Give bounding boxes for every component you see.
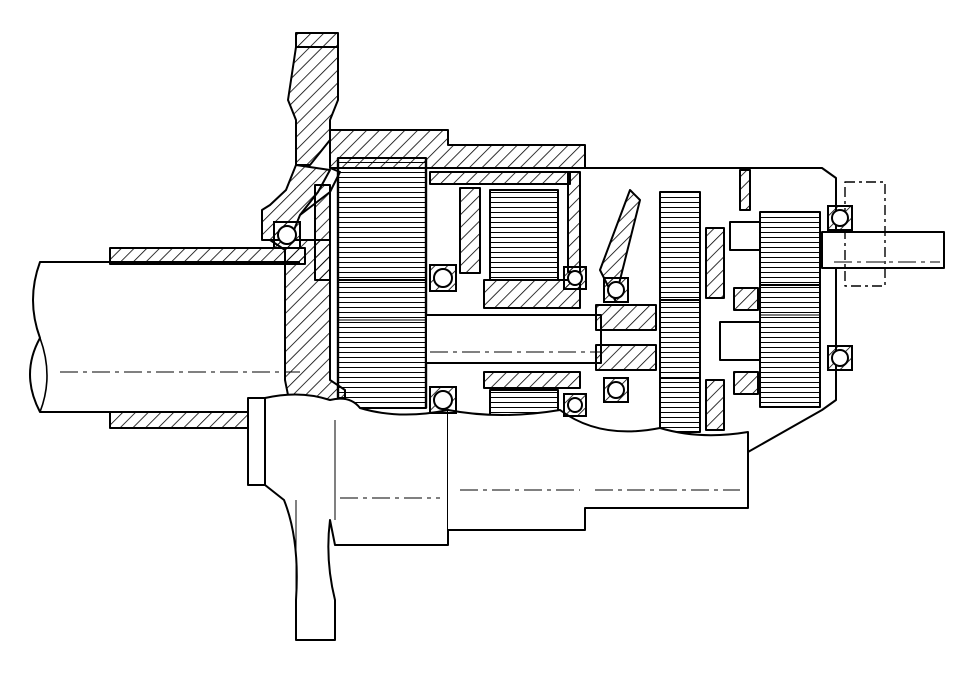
bearing-output-lower-icon: [831, 349, 849, 367]
bearing-stage2-upper-icon: [567, 270, 583, 286]
hollow-sleeve: [109, 247, 306, 429]
center-shaft: [425, 304, 657, 371]
first-stage-gear: [336, 157, 428, 409]
third-stage-gear: [599, 189, 725, 433]
bearing-stage1-lower-icon: [433, 390, 453, 410]
bottom-torque-arm: [247, 393, 749, 641]
output-end-cover: [844, 181, 886, 287]
bearing-stage2-lower-icon: [567, 397, 583, 413]
bearing-flange-icon: [277, 225, 297, 245]
bearing-output-upper-icon: [831, 209, 849, 227]
output-shaft: [821, 231, 945, 269]
output-gear: [719, 211, 821, 408]
bearing-stage3-upper-icon: [607, 281, 625, 299]
second-stage-gear: [483, 189, 581, 423]
left-shaft: [29, 261, 300, 413]
bearing-stage1-upper-icon: [433, 268, 453, 288]
bearing-stage3-lower-icon: [607, 381, 625, 399]
